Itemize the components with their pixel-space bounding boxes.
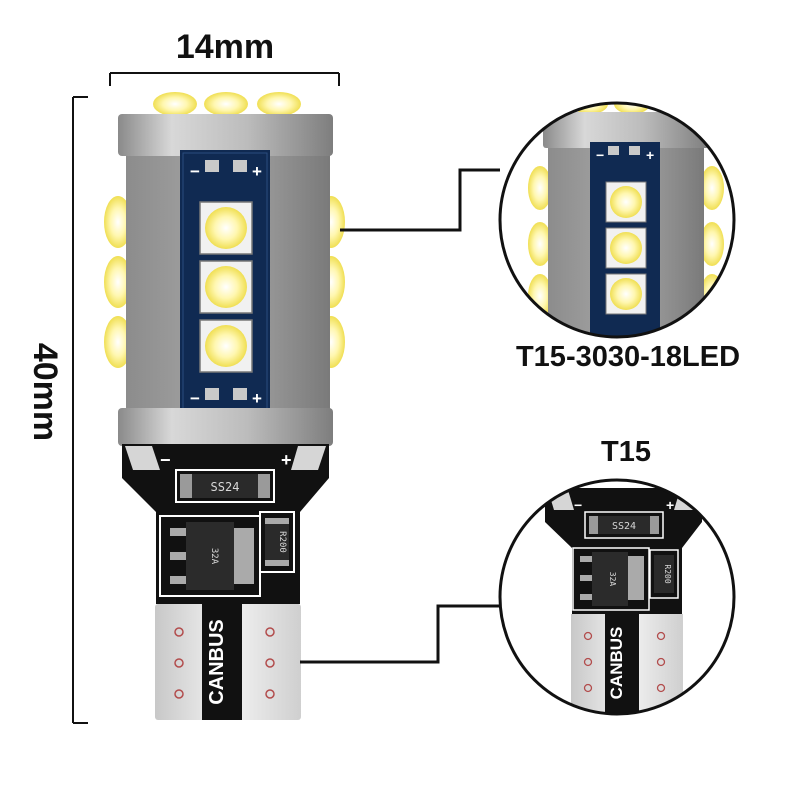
width-dimension-label: 14mm xyxy=(176,28,274,66)
top-callout-line xyxy=(340,168,500,232)
width-dimension-line xyxy=(109,72,340,86)
height-dimension-line xyxy=(72,96,88,724)
resistor-component: R200 xyxy=(259,511,295,573)
zoom-driver-minus: − xyxy=(574,497,582,513)
front-led-1 xyxy=(199,201,253,255)
side-led-glow-left xyxy=(104,196,132,368)
zoom-resistor-marking: R200 xyxy=(663,564,672,583)
top-aluminum-cap xyxy=(118,114,333,156)
zoom-driver-plus: + xyxy=(666,497,674,513)
chip-marking: 32A xyxy=(209,548,219,565)
front-led-3 xyxy=(199,319,253,373)
strip-plus-top: + xyxy=(252,162,262,181)
canbus-band xyxy=(202,604,242,720)
zoom-minus: − xyxy=(596,147,604,163)
bottom-aluminum-cap xyxy=(118,408,333,446)
height-dimension-label: 40mm xyxy=(26,343,64,441)
zoom-chip-marking: 32A xyxy=(608,572,617,587)
bottom-callout-label: T15 xyxy=(601,436,651,468)
zoom-canbus-label: CANBUS xyxy=(607,627,626,700)
resistor-marking: R200 xyxy=(277,531,287,553)
main-bulb: − + − + − + xyxy=(104,92,345,720)
front-led-2 xyxy=(199,260,253,314)
strip-minus-top: − xyxy=(190,162,200,181)
strip-plus-bottom: + xyxy=(252,389,262,408)
strip-minus-bottom: − xyxy=(190,389,200,408)
driver-minus: − xyxy=(160,450,171,470)
zoom-diode-marking: SS24 xyxy=(612,521,636,532)
zoom-plus: + xyxy=(646,147,654,163)
bottom-callout-line xyxy=(300,604,500,664)
top-callout-label: T15-3030-18LED xyxy=(516,341,740,373)
canbus-label: CANBUS xyxy=(206,619,228,705)
diode-component: SS24 xyxy=(175,469,275,503)
ic-chip: 32A xyxy=(159,515,261,597)
diode-marking: SS24 xyxy=(211,480,240,494)
driver-plus: + xyxy=(281,450,292,470)
top-led-glow xyxy=(153,92,301,116)
top-zoom-circle: − + xyxy=(498,101,736,339)
contact-holes-left xyxy=(174,627,184,699)
bottom-zoom-circle: − + SS24 32A R200 CANBUS xyxy=(498,478,736,716)
contact-holes-right xyxy=(265,627,275,699)
